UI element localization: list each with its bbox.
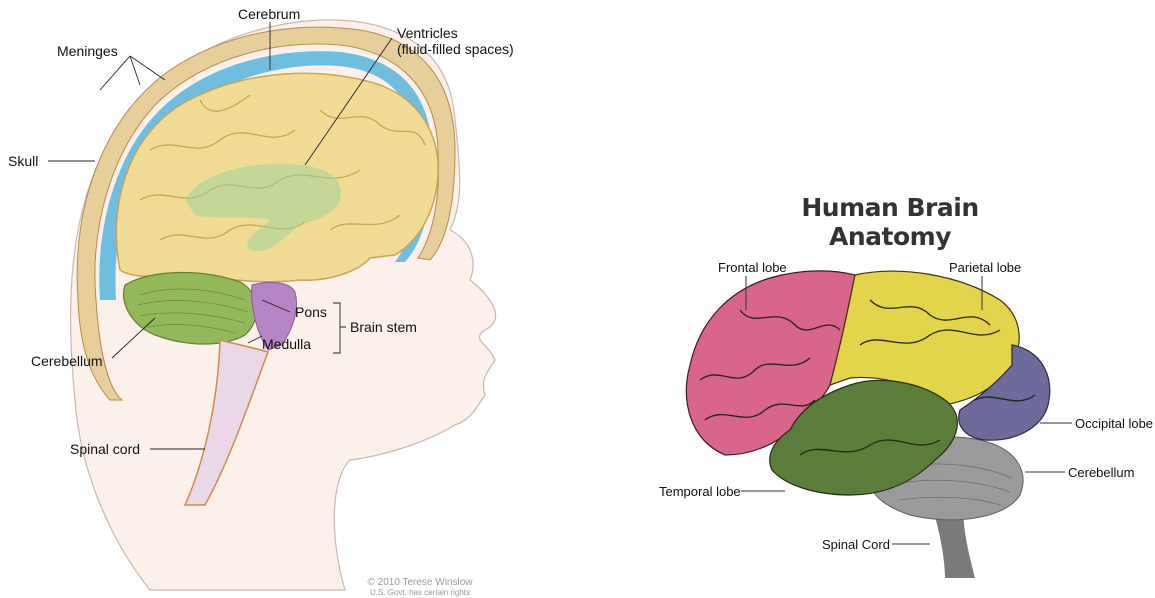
label-occipital-lobe: Occipital lobe xyxy=(1075,416,1153,432)
left-head-illustration xyxy=(48,20,496,590)
label-cerebellum-left: Cerebellum xyxy=(31,353,103,369)
label-spinal-cord-left: Spinal cord xyxy=(70,441,140,457)
right-diagram-title: Human Brain Anatomy xyxy=(740,193,1040,251)
label-parietal-lobe: Parietal lobe xyxy=(949,260,1021,276)
label-brain-stem: Brain stem xyxy=(350,319,417,335)
label-cerebrum: Cerebrum xyxy=(238,6,300,22)
label-spinal-cord-right: Spinal Cord xyxy=(822,537,890,553)
image-credit: © 2010 Terese Winslow U.S. Govt. has cer… xyxy=(330,578,510,598)
label-ventricles-note: (fluid-filled spaces) xyxy=(397,41,514,57)
right-brain-illustration xyxy=(686,271,1072,578)
label-frontal-lobe: Frontal lobe xyxy=(718,260,787,276)
label-temporal-lobe: Temporal lobe xyxy=(659,484,741,500)
label-skull: Skull xyxy=(8,153,38,169)
label-cerebellum-right: Cerebellum xyxy=(1068,465,1134,481)
label-meninges: Meninges xyxy=(57,43,118,59)
label-ventricles: Ventricles xyxy=(397,25,458,41)
label-pons: Pons xyxy=(295,304,327,320)
credit-line-2: U.S. Govt. has certain rights xyxy=(330,588,510,598)
credit-line-1: © 2010 Terese Winslow xyxy=(330,578,510,588)
label-medulla: Medulla xyxy=(262,336,311,352)
